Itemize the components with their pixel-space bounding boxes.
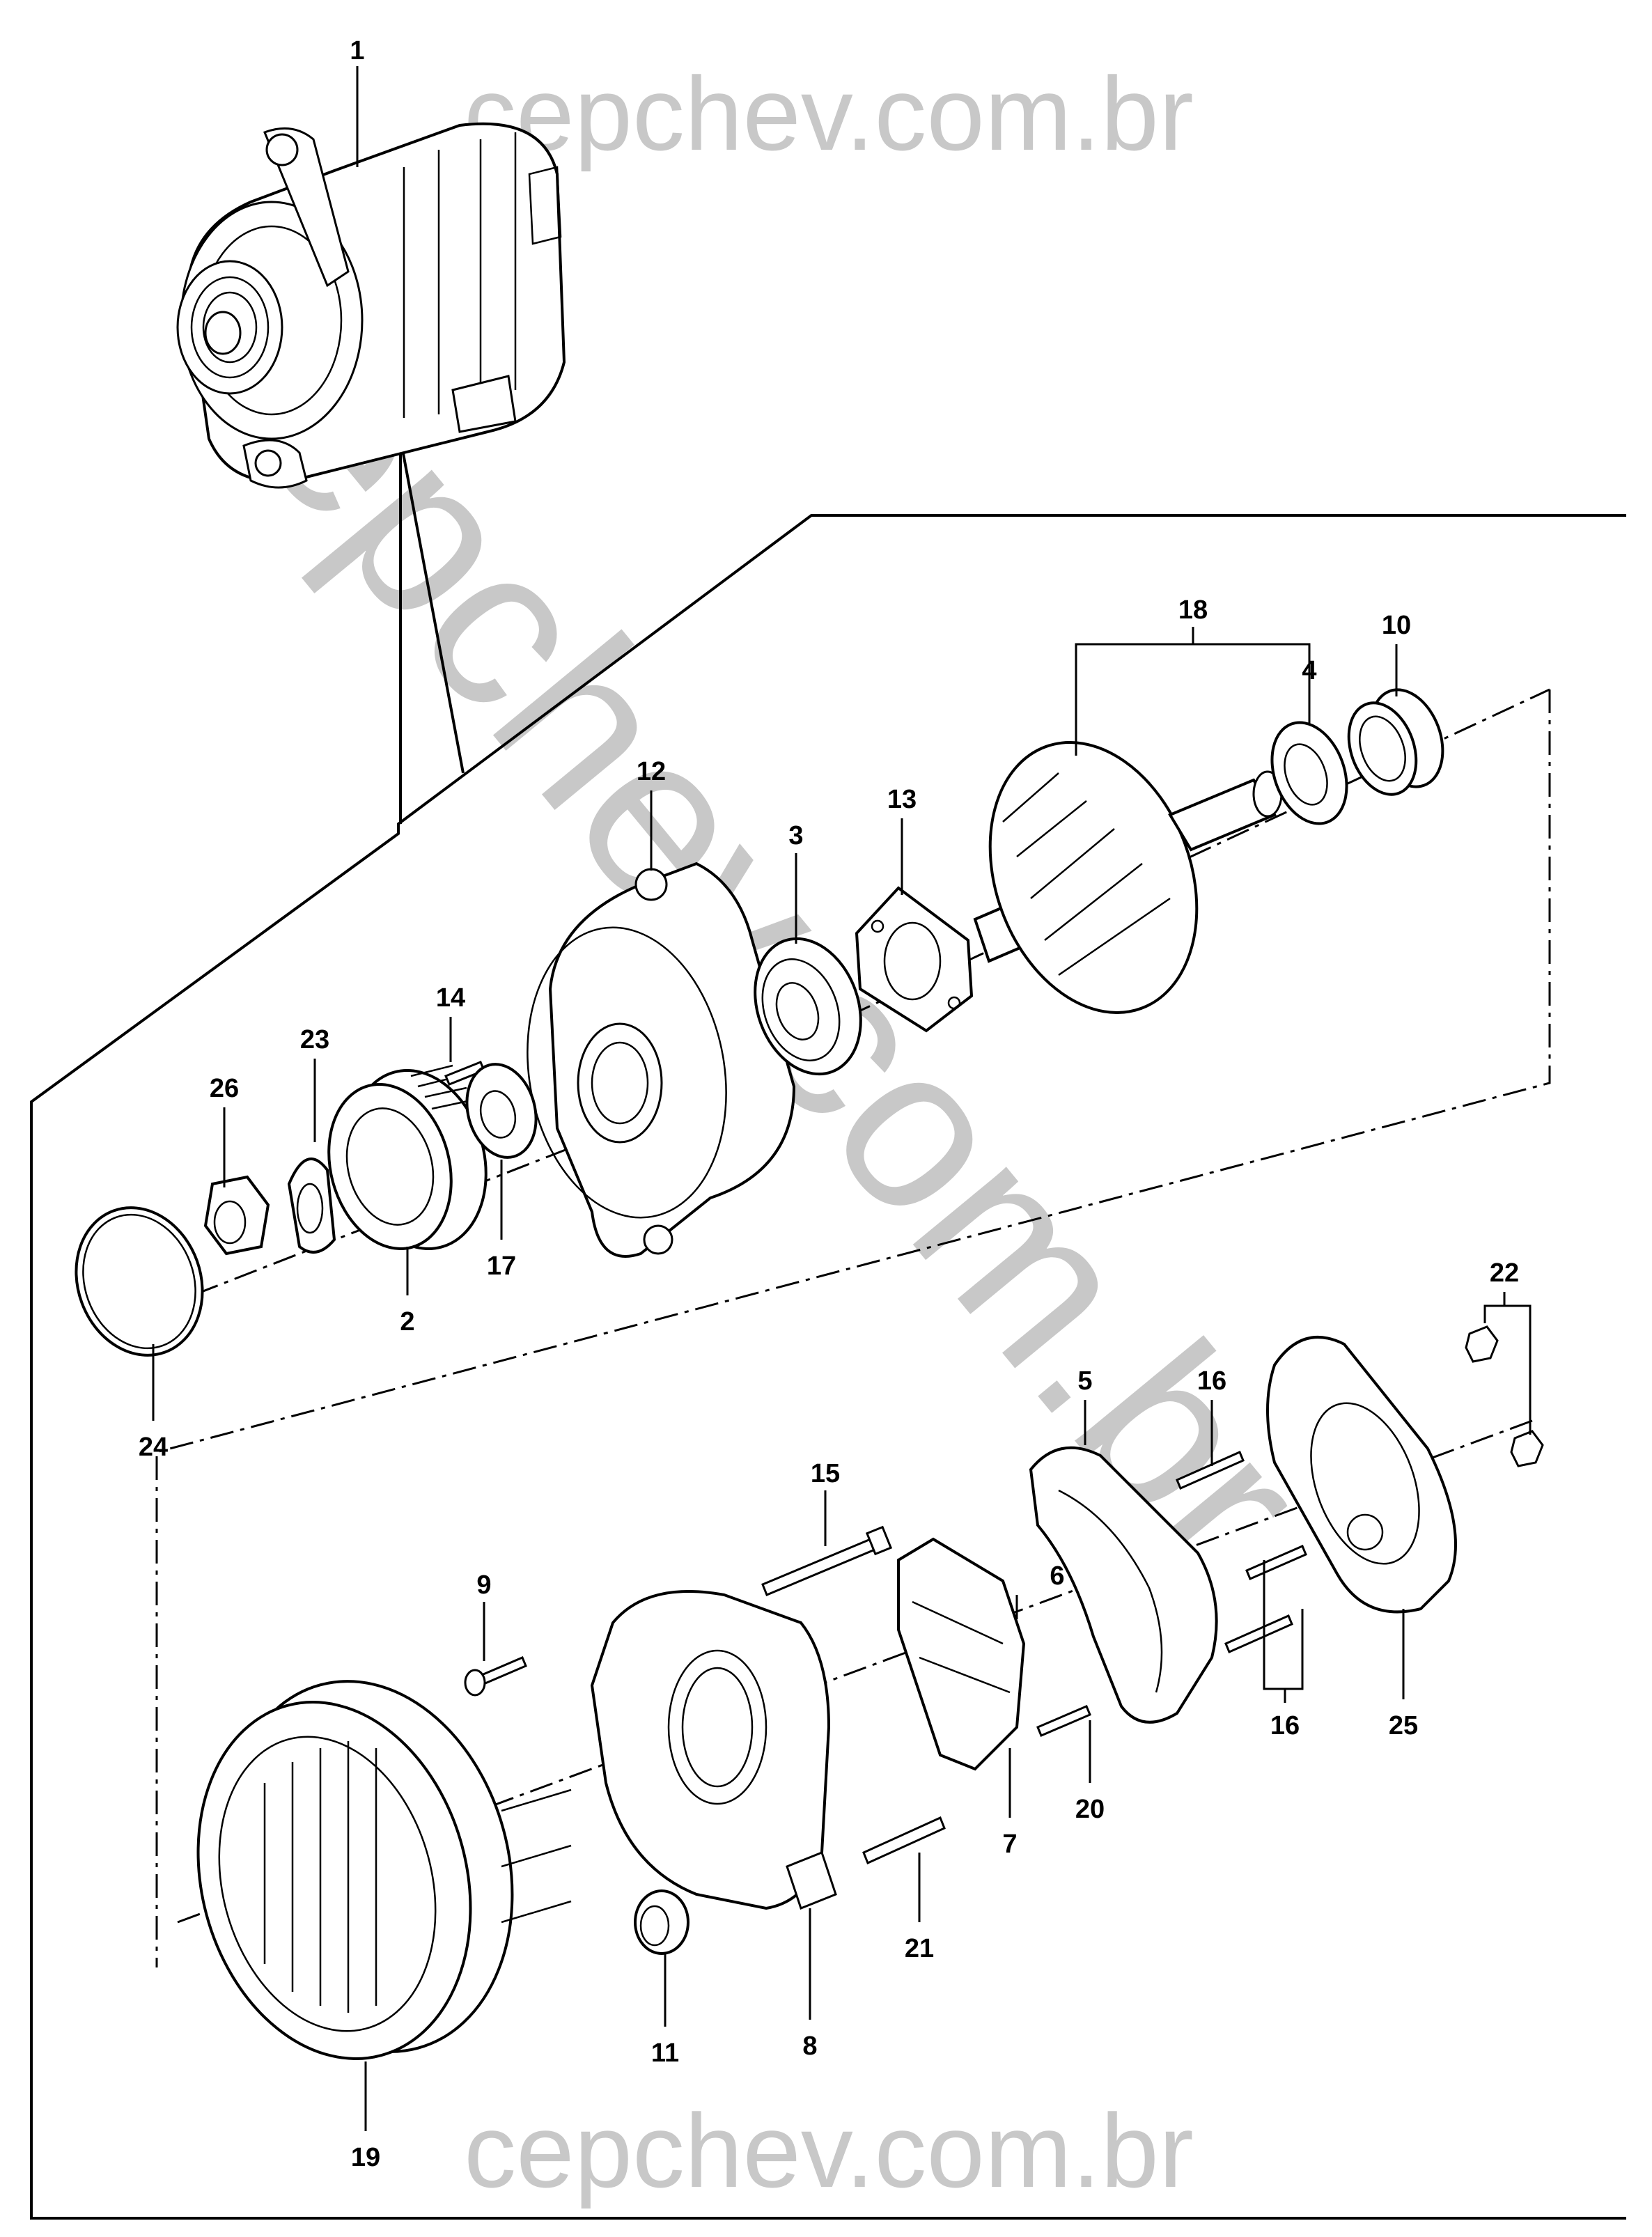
hex-nuts [1465,1325,1544,1467]
callout-26: 26 [210,1074,239,1103]
callout-1: 1 [350,36,364,65]
drive-end-bracket [527,862,796,1258]
slip-ring-end-bracket [590,1590,837,1910]
callout-12: 12 [637,757,666,786]
callout-22: 22 [1490,1258,1519,1288]
callout-2: 2 [400,1307,414,1336]
voltage-regulator [897,1537,1026,1771]
screws-20-21 [862,1705,1091,1865]
pulley [327,1064,488,1250]
callout-20: 20 [1075,1795,1105,1824]
bearing-retainer-plate [855,886,974,1033]
rear-cover [1266,1336,1457,1614]
rectifier [1029,1446,1218,1724]
callout-9: 9 [476,1570,491,1600]
callout-labels: 1 2 3 4 5 6 7 8 9 10 11 12 13 14 15 16 1… [139,36,1519,2172]
callout-14: 14 [436,983,465,1013]
pulley-nut [203,1175,270,1256]
rotor [973,741,1283,1014]
callout-16-upper: 16 [1197,1366,1226,1396]
callout-13: 13 [887,785,917,814]
callout-16-lower: 16 [1270,1711,1300,1740]
callout-3: 3 [788,821,803,850]
callout-24: 24 [139,1433,168,1462]
callout-21: 21 [905,1934,934,1963]
screws-16 [1176,1451,1307,1653]
callout-7: 7 [1002,1830,1017,1859]
callout-23: 23 [300,1025,329,1054]
spring-washer [287,1158,336,1254]
callout-10: 10 [1382,611,1411,640]
callout-11: 11 [651,2039,679,2068]
screw-9 [464,1656,527,1697]
alternator-assembly [176,122,566,489]
callout-18: 18 [1178,595,1208,625]
callout-8: 8 [802,2032,817,2061]
grommet [634,1889,689,1955]
callout-15: 15 [811,1459,840,1488]
callout-5: 5 [1077,1366,1092,1396]
watermark-top: cepchev.com.br [464,55,1194,172]
callout-4: 4 [1302,656,1316,685]
cover-cap [75,1206,204,1357]
callout-25: 25 [1389,1711,1418,1740]
watermark-bottom: cepchev.com.br [464,2092,1194,2209]
callout-17: 17 [487,1252,516,1281]
rear-bearing [1270,721,1348,825]
callout-19: 19 [351,2143,380,2172]
bearing-sleeve [1347,688,1444,796]
front-bearing [754,937,862,1076]
leader-lines [152,66,1532,2131]
long-bolt [761,1525,893,1596]
stator [196,1680,572,2060]
callout-6: 6 [1050,1561,1064,1591]
